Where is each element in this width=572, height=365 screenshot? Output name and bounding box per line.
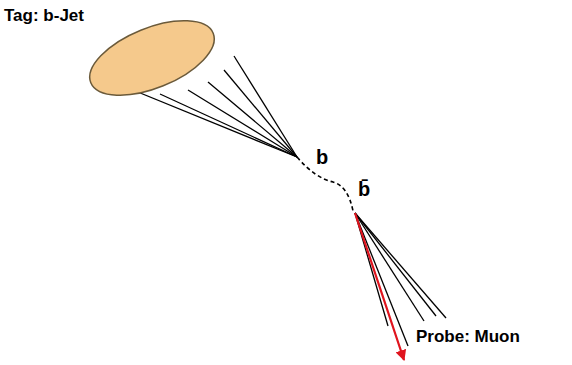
track-line (355, 213, 436, 316)
jet-cone (80, 5, 225, 110)
track-line (188, 90, 297, 157)
track-line (160, 94, 297, 157)
antiquark-label: b̄ (358, 178, 370, 201)
track-line (224, 70, 297, 157)
track-line (208, 82, 297, 157)
track-line (355, 213, 424, 321)
track-line (234, 56, 297, 157)
probe-jet-tracks (355, 213, 446, 346)
probe-label: Probe: Muon (416, 327, 520, 347)
quark-label: b (316, 146, 328, 169)
track-line (355, 213, 446, 318)
track-line (355, 213, 408, 346)
muon-arrow (355, 213, 404, 360)
tag-label: Tag: b-Jet (4, 6, 84, 26)
track-line (128, 88, 297, 157)
